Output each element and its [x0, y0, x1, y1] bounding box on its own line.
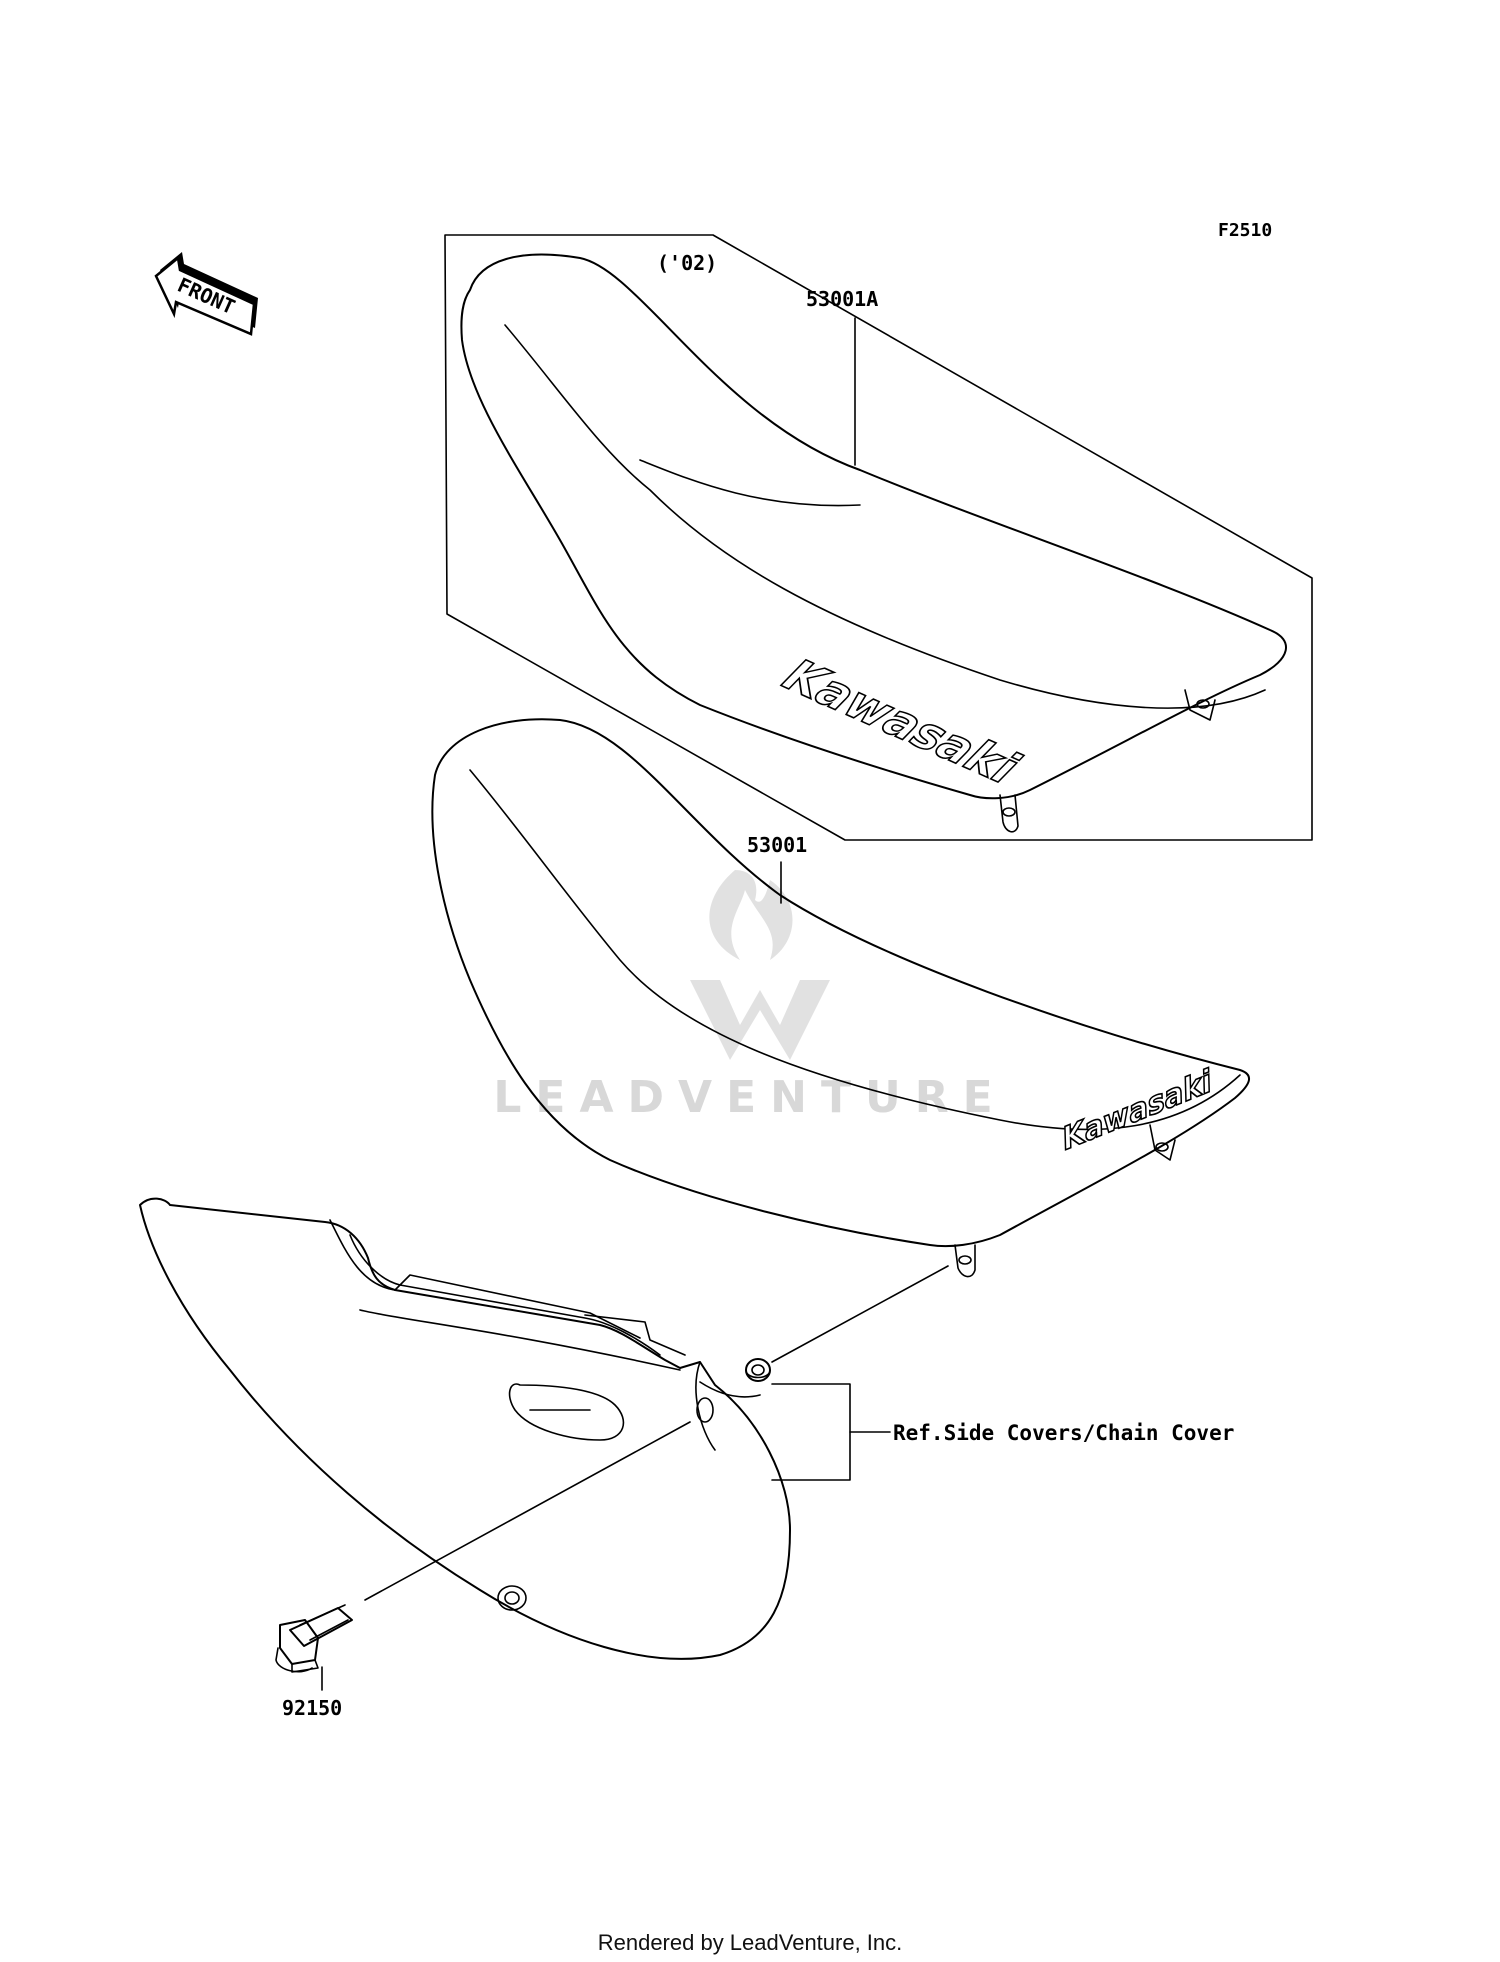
front-arrow-icon: FRONT: [154, 252, 258, 336]
year-note: ('02): [657, 251, 717, 275]
seat-alt-brand: Kawasaki: [774, 649, 1029, 794]
part-92150-number: 92150: [282, 1696, 342, 1720]
leader-bolt-cover: [364, 1421, 691, 1601]
watermark-text: LEADVENTURE: [493, 1072, 1006, 1123]
side-cover-drawing: [139, 1197, 791, 1660]
leadventure-watermark: LEADVENTURE: [493, 870, 1006, 1123]
seat-alt-drawing: Kawasaki: [460, 253, 1287, 833]
footer-credit: Rendered by LeadVenture, Inc.: [598, 1930, 903, 1955]
bolt-icon: [275, 1604, 353, 1673]
seat-drawing: Kawasaki: [431, 718, 1250, 1278]
ref-bracket: [771, 1383, 851, 1481]
part-53001-number: 53001: [747, 833, 807, 857]
alt-seat-callout-box: [444, 234, 1313, 841]
grommet-icon: [745, 1358, 771, 1382]
part-53001a-number: 53001A: [806, 287, 878, 311]
reference-note: Ref.Side Covers/Chain Cover: [893, 1421, 1234, 1445]
seat-brand: Kawasaki: [1059, 1063, 1215, 1158]
figure-code: F2510: [1218, 220, 1272, 241]
leader-grommet-seat: [771, 1265, 949, 1363]
